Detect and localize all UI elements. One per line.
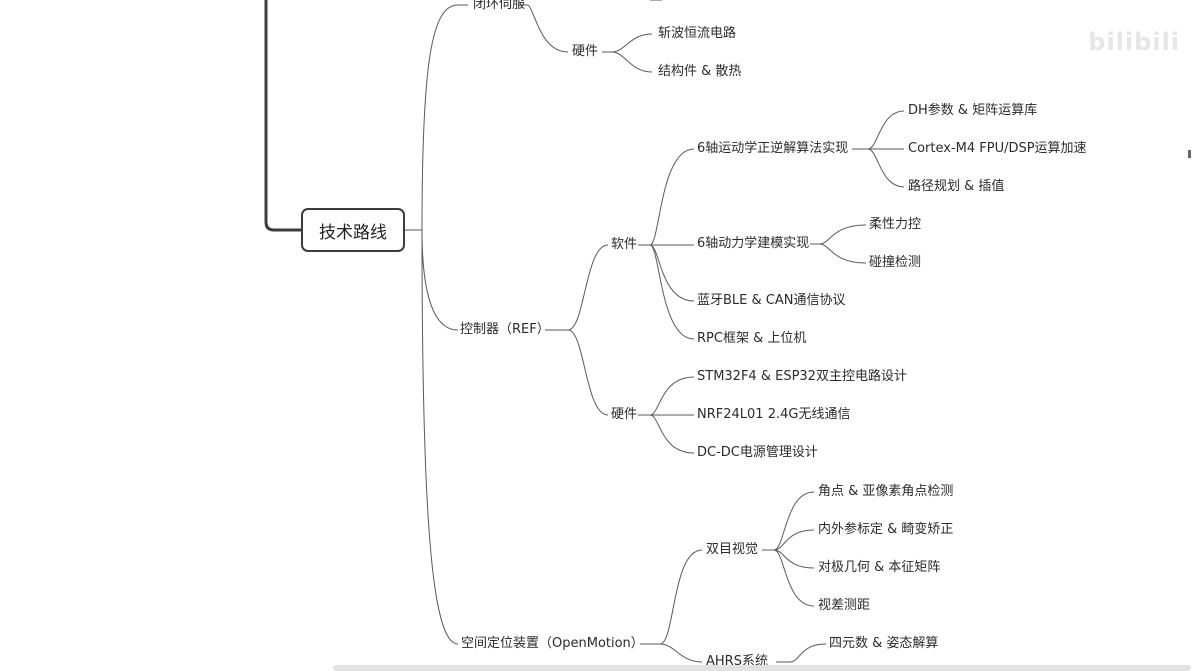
node-hardware[interactable]: 硬件 [611,407,638,422]
node-ahrs-item-0[interactable]: 四元数 & 姿态解算 [829,636,939,651]
edge-hardware [567,329,609,416]
node-stereo[interactable]: 双目视觉 [706,542,759,557]
edge-positioning [421,229,459,645]
node-positioning[interactable]: 空间定位装置（OpenMotion） [461,636,644,651]
node-kinematics-item-0[interactable]: DH参数 & 矩阵运算库 [908,103,1038,118]
node-kinematics-item-2[interactable]: 路径规划 & 插值 [908,179,1005,194]
bilibili-watermark: bilibili [1088,28,1180,56]
node-servo-hardware[interactable]: 硬件 [572,44,599,59]
node-servo[interactable]: 闭环伺服 [473,0,526,12]
node-servo-hw-item-0[interactable]: 斩波恒流电路 [658,26,737,41]
root-node[interactable]: 技术路线 [301,208,405,252]
node-stereo-item-1[interactable]: 内外参标定 & 畸变矫正 [818,522,954,537]
root-parent-connector [264,0,303,232]
horizontal-scrollbar[interactable] [333,665,1191,671]
node-hardware-item-2[interactable]: DC-DC电源管理设计 [697,445,818,460]
node-dynamics-item-1[interactable]: 碰撞检测 [869,255,922,270]
edge-software [567,244,609,331]
root-node-label: 技术路线 [319,222,387,243]
node-hardware-item-0[interactable]: STM32F4 & ESP32双主控电路设计 [697,369,907,384]
node-stereo-item-2[interactable]: 对极几何 & 本征矩阵 [818,560,941,575]
edge-ahrs [659,643,703,663]
node-dynamics[interactable]: 6轴动力学建模实现 [697,236,810,251]
edge-servo [421,4,468,231]
node-rpc[interactable]: RPC框架 & 上位机 [697,331,807,346]
node-stereo-item-0[interactable]: 角点 & 亚像素角点检测 [818,484,954,499]
node-stereo-item-3[interactable]: 视差测距 [818,598,871,613]
node-servo-hw-item-1[interactable]: 结构件 & 散热 [658,64,742,79]
edge-controller [421,229,459,331]
node-bluetooth[interactable]: 蓝牙BLE & CAN通信协议 [697,293,846,308]
edge-stereo [659,549,703,645]
node-hardware-item-1[interactable]: NRF24L01 2.4G无线通信 [697,407,851,422]
edge-servo-hardware [527,4,569,53]
node-kinematics-item-1[interactable]: Cortex-M4 FPU/DSP运算加速 [908,141,1087,156]
node-kinematics[interactable]: 6轴运动学正逆解算法实现 [697,141,849,156]
node-controller[interactable]: 控制器（REF） [460,322,550,337]
node-dynamics-item-0[interactable]: 柔性力控 [869,217,922,232]
node-software[interactable]: 软件 [611,237,638,252]
